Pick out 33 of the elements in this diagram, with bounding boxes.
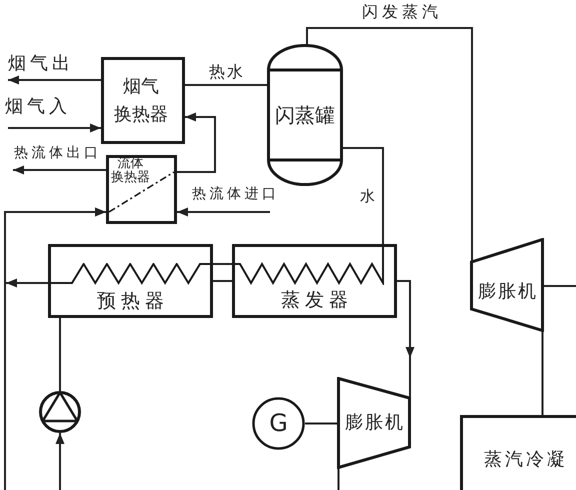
equipment-label: 预热器 [96,292,170,311]
equipment-label: 烟气换热器 [114,75,169,127]
flow-line [185,84,267,86]
flow-arrow [8,124,101,132]
flow-arrow [8,76,101,84]
flow-line [305,422,337,424]
equipment-box [232,244,397,318]
flow-arrow [177,208,270,216]
equipment-box [460,415,576,490]
equipment-label: 蒸汽冷凝 [484,451,568,469]
flow-arrow [13,166,106,174]
equipment-label: 蒸发器 [280,291,354,310]
flow-line [213,280,232,282]
flow-arrow [177,112,216,173]
flow-line [338,468,340,490]
equipment-label: 闪蒸罐 [274,105,336,125]
equipment-label: 膨胀机 [477,283,539,301]
flow-arrow [56,433,64,490]
generator-label: G [268,411,289,436]
flow-arrow [397,280,414,398]
edge-label: 热水 [209,64,245,80]
flow-arrow [4,208,106,288]
flow-line [59,318,61,391]
equipment-label: 膨胀机 [344,414,406,432]
edge-label: 水 [360,189,375,204]
flow-line [544,285,576,287]
equipment-box [48,244,213,318]
flow-line [213,263,232,265]
equipment-label: 流体换热器 [111,157,151,184]
equipment-box [101,57,185,144]
flow-line [306,27,473,262]
flow-line [343,147,384,244]
flow-line [542,331,544,415]
